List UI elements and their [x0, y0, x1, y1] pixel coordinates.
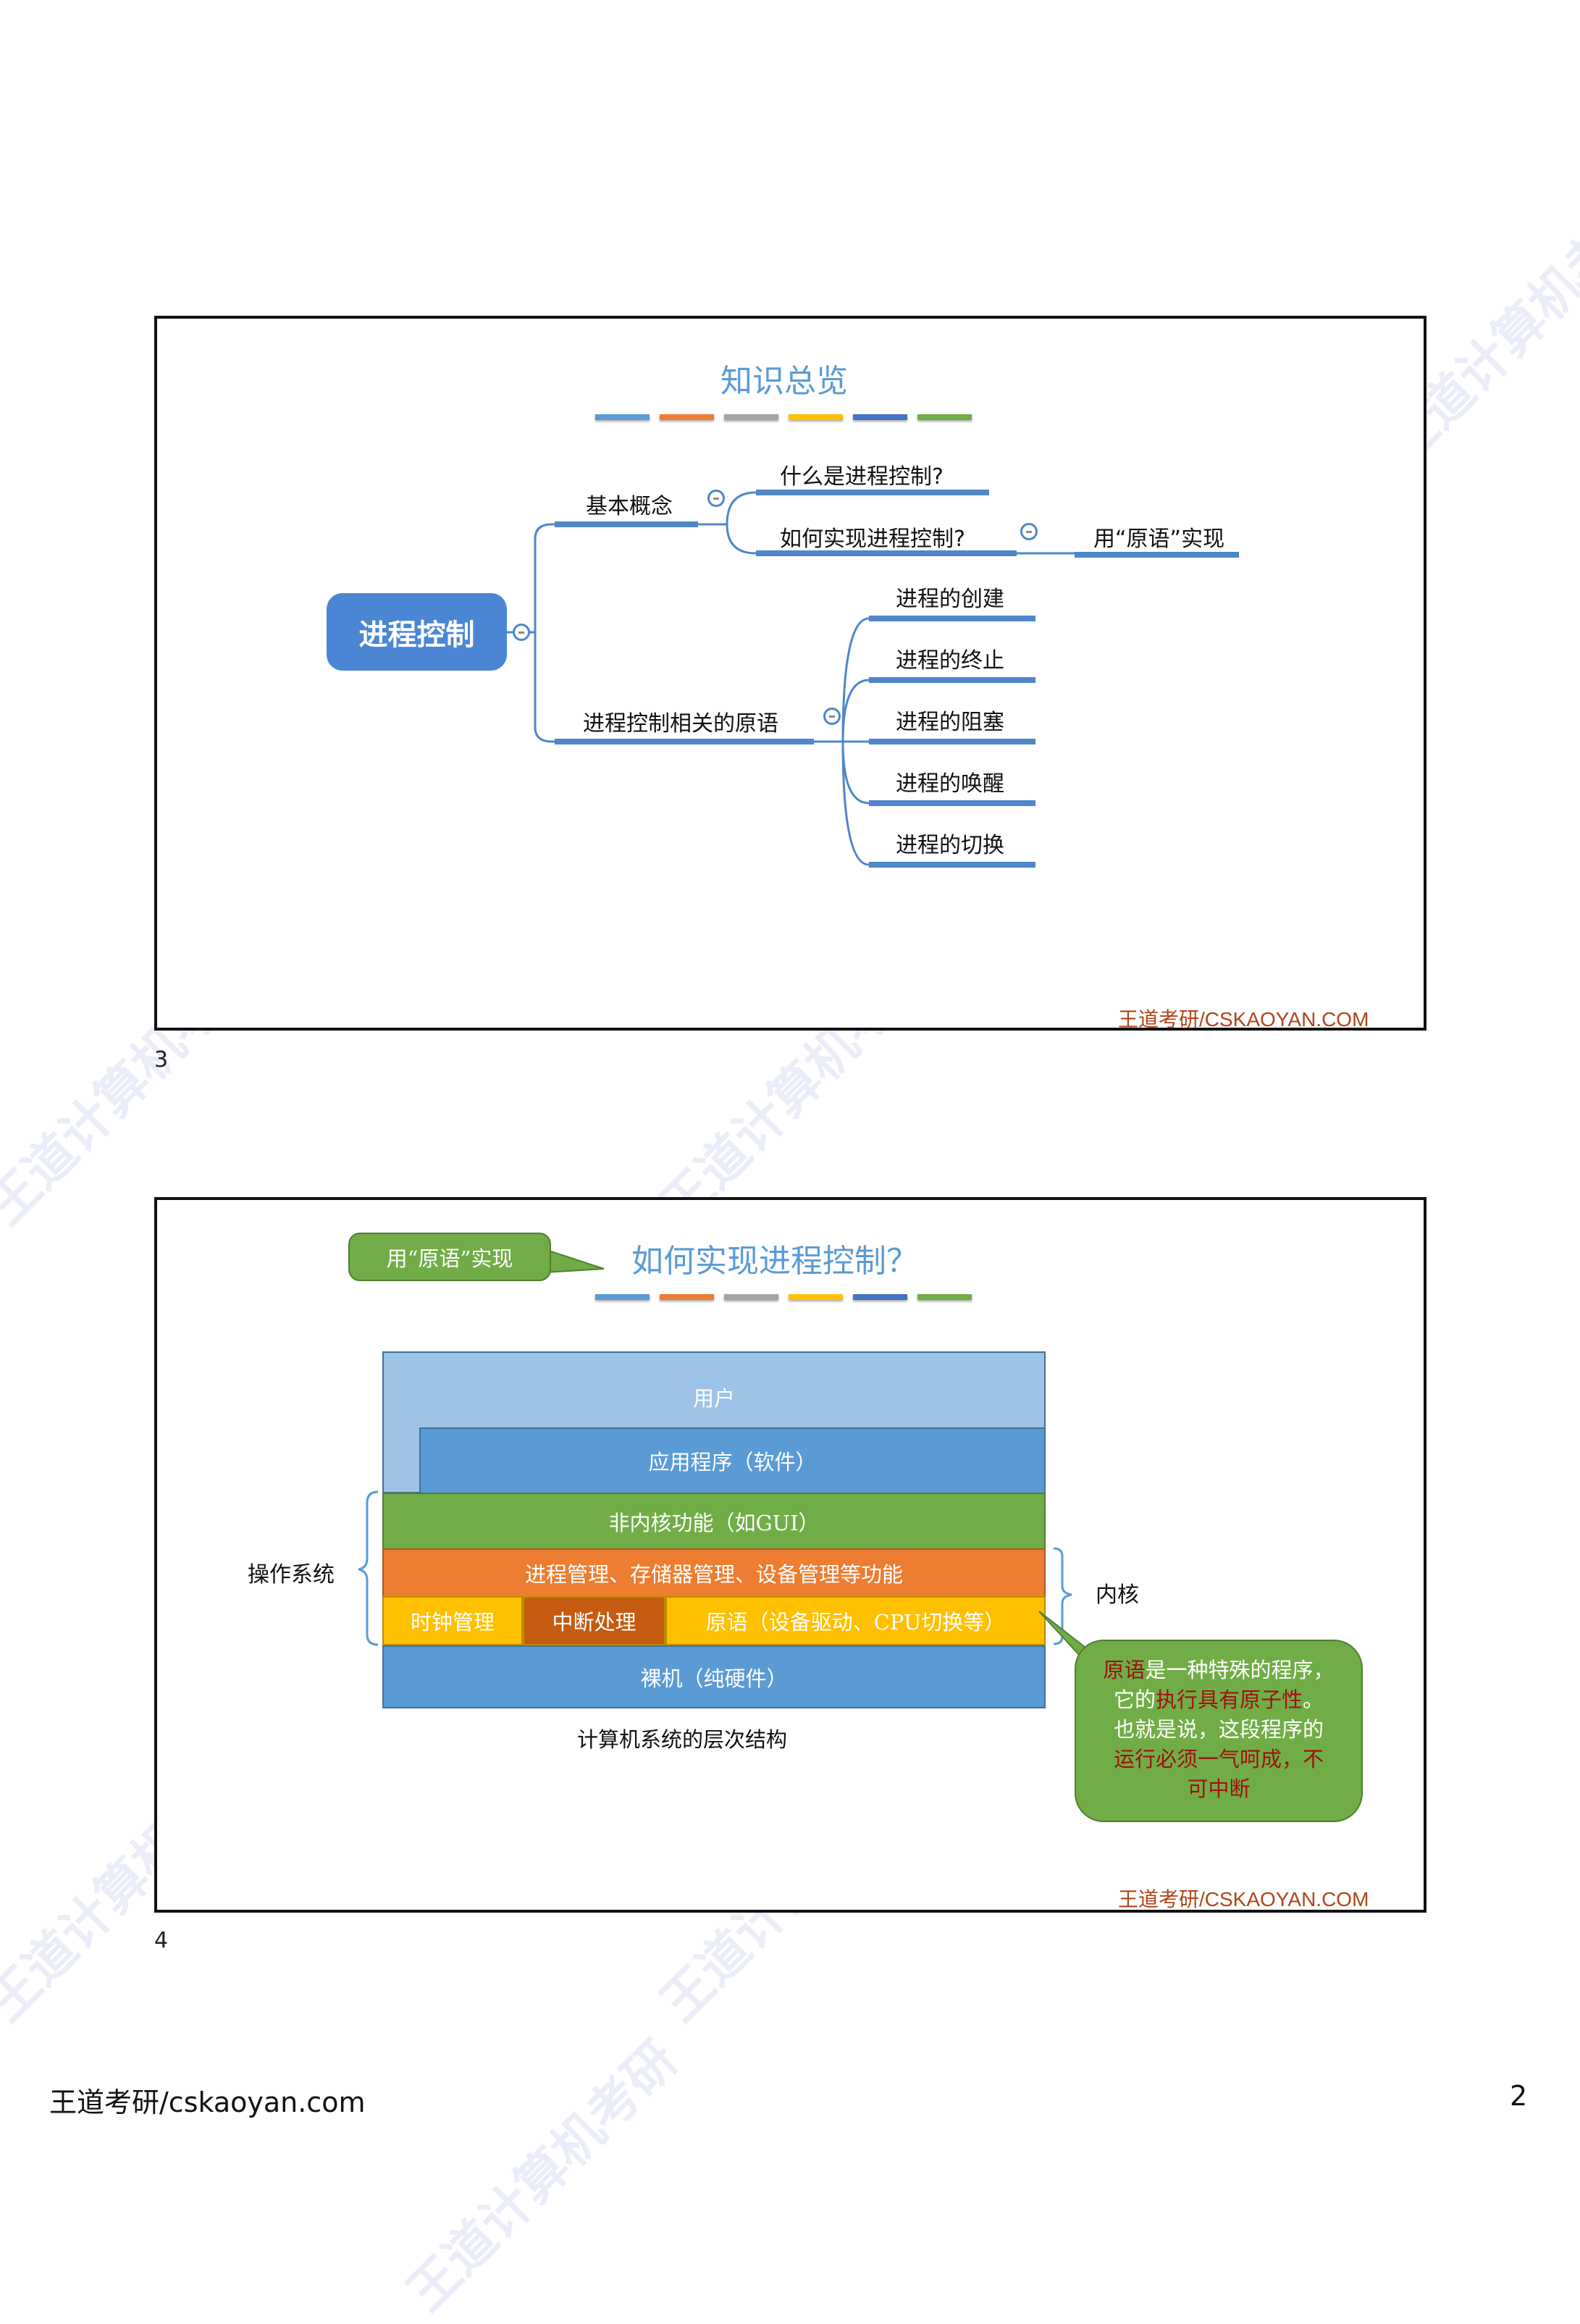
collapse-icon[interactable]	[707, 490, 725, 507]
slide-number: 3	[154, 1047, 169, 1073]
mindmap-node-basic-concepts[interactable]: 基本概念	[586, 494, 673, 519]
layer-label: 进程管理、存储器管理、设备管理等功能	[524, 1562, 903, 1587]
slide-number: 4	[154, 1928, 169, 1953]
brand-footer: 王道考研/CSKAOYAN.COM	[1118, 1008, 1369, 1031]
node-underline	[869, 616, 1035, 621]
layer-kernel-management: 进程管理、存储器管理、设备管理等功能	[382, 1548, 1046, 1598]
callout-use-primitives: 用“原语”实现	[348, 1233, 551, 1281]
node-underline	[869, 862, 1035, 868]
watermark: 王道计算机考研	[395, 2029, 689, 2323]
layer-label: 非内核功能（如GUI）	[608, 1510, 820, 1535]
layer-non-kernel: 非内核功能（如GUI）	[382, 1493, 1046, 1550]
node-underline	[869, 677, 1035, 683]
color-bar	[660, 414, 714, 420]
mindmap-node-how-to[interactable]: 如何实现进程控制?	[780, 527, 965, 552]
brace-icon	[1053, 1547, 1072, 1645]
layer-hardware: 裸机（纯硬件）	[382, 1645, 1046, 1708]
color-bar	[724, 414, 778, 420]
brace-icon	[358, 1490, 379, 1646]
mindmap-leaf[interactable]: 进程的切换	[896, 833, 1004, 858]
color-bar	[595, 1294, 650, 1300]
callout-text: 用“原语”实现	[386, 1246, 513, 1271]
node-underline	[756, 550, 1017, 556]
layer-applications: 应用程序（软件）	[419, 1427, 1046, 1494]
node-underline	[555, 521, 698, 527]
layer-label: 原语（设备驱动、CPU切换等）	[705, 1610, 1006, 1635]
node-underline	[869, 739, 1035, 744]
layer-label: 用户	[692, 1386, 735, 1411]
layer-label: 中断处理	[552, 1610, 636, 1635]
brand-footer: 王道考研/CSKAOYAN.COM	[1118, 1888, 1369, 1910]
collapse-icon[interactable]	[823, 708, 841, 725]
node-underline	[756, 490, 989, 495]
mindmap-connectors	[507, 491, 1075, 866]
layer-clock-management: 时钟管理	[382, 1596, 523, 1645]
color-bar	[660, 1294, 714, 1300]
slide-title: 知识总览	[720, 363, 848, 400]
color-bar	[789, 414, 843, 420]
title-color-bars	[595, 1294, 972, 1300]
node-underline	[869, 800, 1035, 806]
color-bar	[917, 414, 972, 420]
color-bar	[853, 414, 907, 420]
layer-interrupt-handling: 中断处理	[523, 1596, 665, 1645]
mindmap-root-node[interactable]: 进程控制	[327, 593, 507, 671]
node-underline	[555, 739, 814, 744]
collapse-icon[interactable]	[1020, 523, 1038, 540]
mindmap-leaf[interactable]: 进程的阻塞	[896, 710, 1004, 735]
page-footer-site: 王道考研/cskaoyan.com	[49, 2086, 366, 2118]
slide-knowledge-overview: 知识总览 进程控制 基本概念 什么是进程控制? 如何	[154, 316, 1426, 1031]
note-line: 可中断	[1187, 1776, 1251, 1801]
note-line: 它的执行具有原子性。	[1113, 1687, 1324, 1712]
page-number: 2	[1510, 2080, 1528, 2112]
color-bar	[853, 1294, 907, 1300]
color-bar	[917, 1294, 972, 1300]
mindmap-leaf[interactable]: 进程的创建	[896, 587, 1004, 612]
layer-primitives: 原语（设备驱动、CPU切换等）	[665, 1596, 1046, 1645]
slide-how-to-implement: 用“原语”实现 如何实现进程控制？ 用户 应用程序（软件） 非内核功能（如GUI…	[154, 1197, 1426, 1913]
os-label: 操作系统	[248, 1562, 335, 1587]
layer-label: 裸机（纯硬件）	[640, 1666, 788, 1691]
color-bar	[789, 1294, 843, 1300]
primitive-definition-note: 原语是一种特殊的程序， 它的执行具有原子性。 也就是说，这段程序的 运行必须一气…	[1075, 1640, 1363, 1822]
color-bar	[595, 414, 650, 420]
layer-label: 应用程序（软件）	[648, 1450, 817, 1474]
note-line: 运行必须一气呵成，不	[1113, 1747, 1324, 1771]
kernel-label: 内核	[1096, 1582, 1139, 1608]
note-line: 也就是说，这段程序的	[1113, 1717, 1324, 1742]
collapse-icon[interactable]	[513, 624, 530, 641]
title-color-bars	[595, 414, 972, 420]
node-underline	[1075, 552, 1239, 558]
mindmap-leaf[interactable]: 进程的唤醒	[896, 771, 1004, 797]
note-line: 原语是一种特殊的程序，	[1103, 1658, 1335, 1682]
mindmap-node-primitives[interactable]: 进程控制相关的原语	[583, 711, 778, 737]
diagram-caption: 计算机系统的层次结构	[577, 1727, 788, 1752]
color-bar	[724, 1294, 778, 1300]
mindmap-node-use-primitives[interactable]: 用“原语”实现	[1093, 527, 1225, 552]
mindmap-node-what-is[interactable]: 什么是进程控制?	[780, 464, 944, 490]
slide-title: 如何实现进程控制？	[631, 1243, 918, 1280]
layer-label: 时钟管理	[410, 1610, 495, 1635]
mindmap-leaf[interactable]: 进程的终止	[896, 648, 1004, 674]
